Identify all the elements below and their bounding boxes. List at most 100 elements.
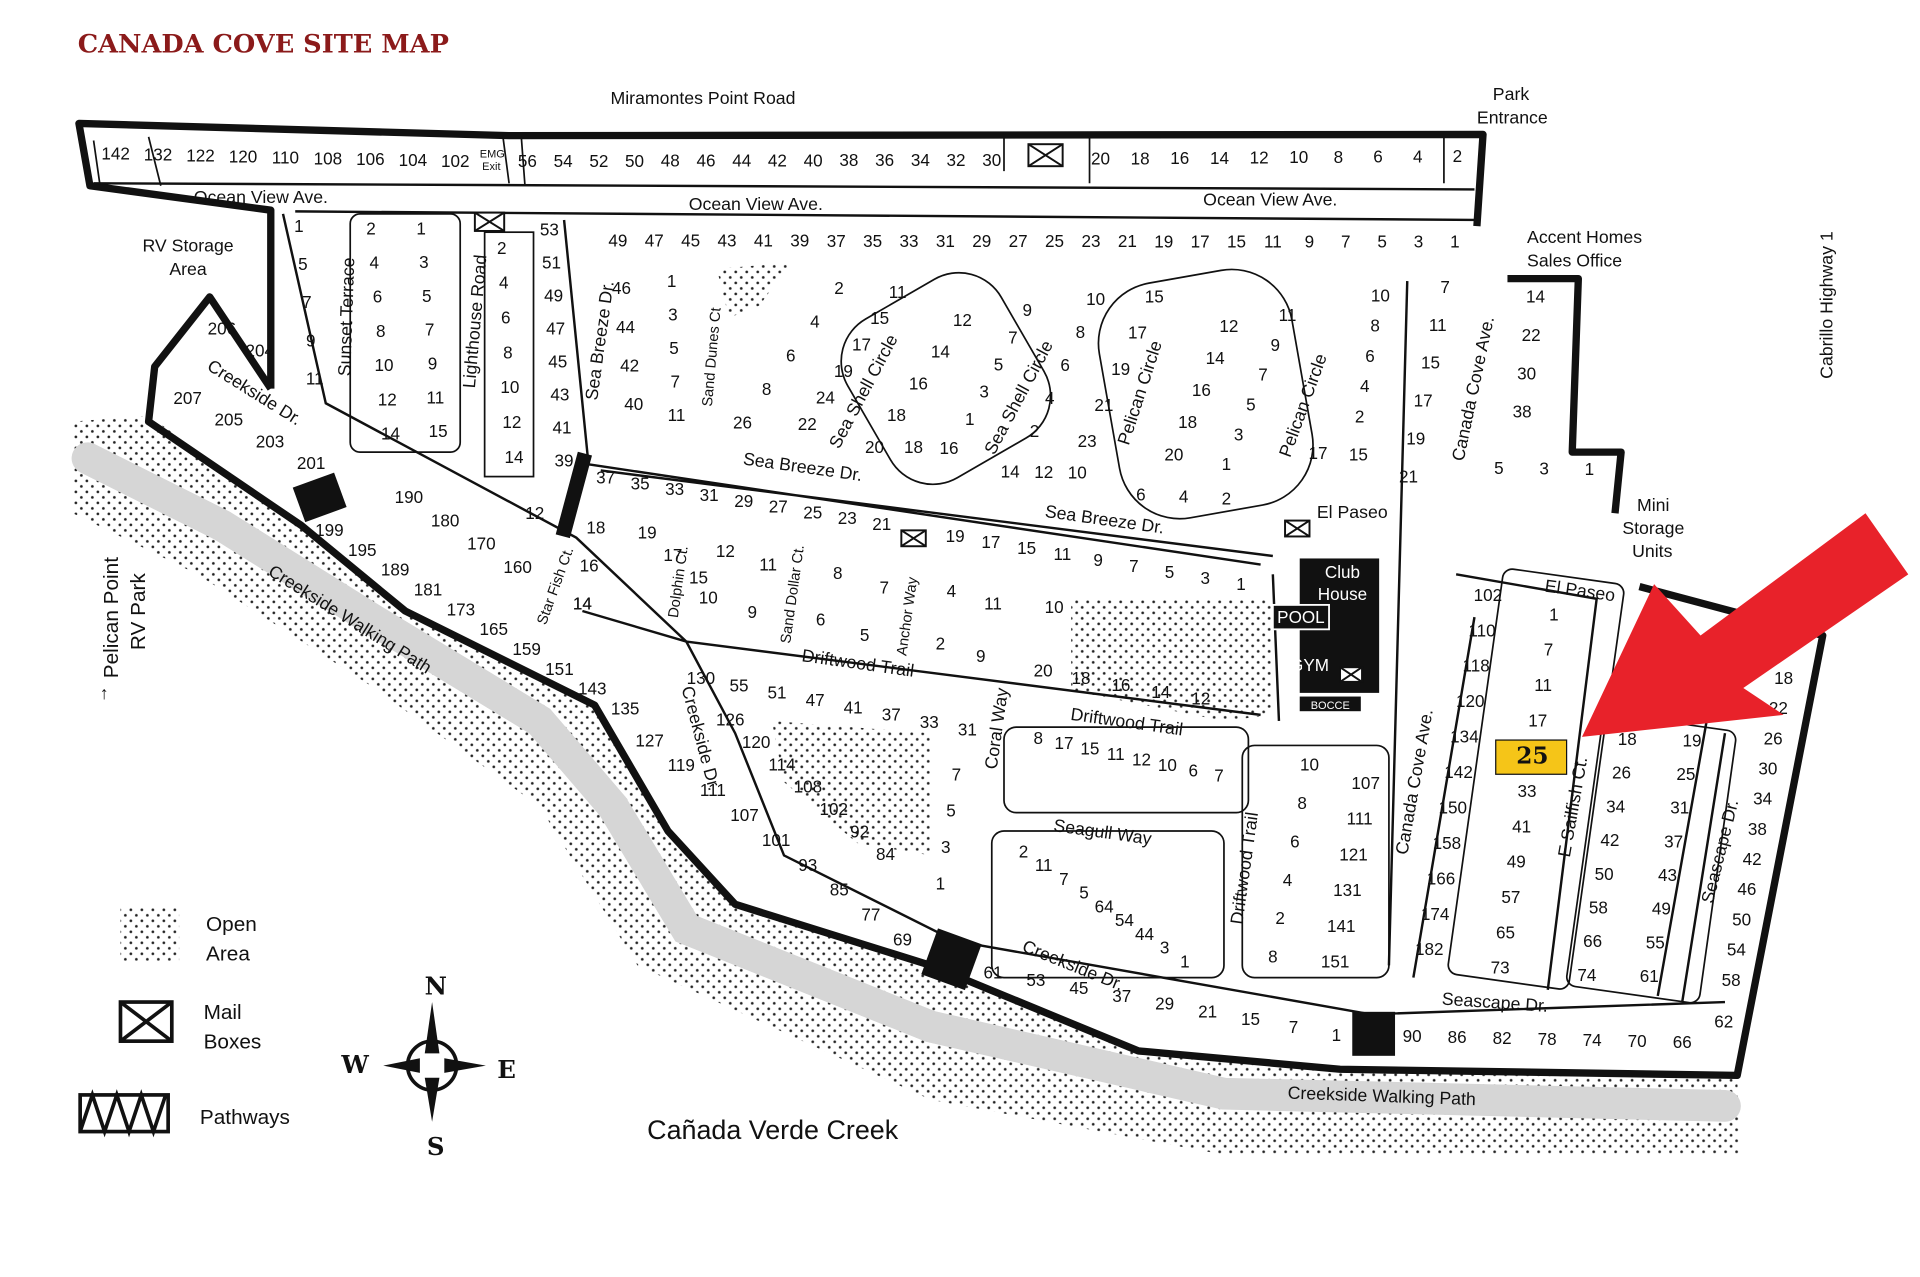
lot-label: 104 — [399, 151, 428, 170]
mail-icon — [900, 529, 927, 548]
el-paseo-label: El Paseo — [1317, 502, 1388, 522]
lot-label: 1 — [1585, 460, 1595, 479]
lot-label: 37 — [827, 232, 846, 251]
lot-label: 19 — [946, 527, 965, 546]
lot-label: 62 — [1714, 1012, 1733, 1031]
lot-label: 174 — [1421, 905, 1450, 924]
lot-label: 11 — [1053, 545, 1071, 564]
emg-exit-label: Exit — [482, 161, 500, 173]
lot-label: 159 — [512, 640, 541, 659]
lot-label: 8 — [1268, 948, 1278, 967]
lot-label: 11 — [306, 370, 324, 389]
lot-label: 86 — [1448, 1028, 1467, 1047]
lot-label: 16 — [909, 374, 928, 393]
park-entrance-label: Entrance — [1477, 107, 1548, 127]
lot-label: 25 — [803, 503, 822, 522]
lot-label: 66 — [1583, 932, 1602, 951]
lot-label: 12 — [716, 542, 735, 561]
lot-label: 5 — [946, 802, 956, 821]
lot-label: 78 — [1538, 1030, 1557, 1049]
bocce-court — [1299, 696, 1361, 712]
lot-label: 43 — [718, 232, 737, 251]
lot-label: 29 — [972, 232, 991, 251]
lot-label: 118 — [1463, 657, 1490, 676]
lighthouse-road-label: Lighthouse Road — [459, 254, 491, 389]
lot-label: 7 — [671, 373, 681, 392]
lot-label: 8 — [1076, 323, 1086, 342]
coral-way-label: Coral Way — [981, 686, 1012, 770]
lot-label: 9 — [1271, 336, 1281, 355]
lot-label: 17 — [1055, 734, 1074, 753]
lot-label: 205 — [215, 411, 244, 430]
lot-label: 17 — [1414, 392, 1433, 411]
lot-label: 10 — [1045, 598, 1064, 617]
lot-label: 5 — [422, 287, 432, 306]
lot-label: 7 — [1289, 1018, 1299, 1037]
lot-label: 122 — [186, 147, 215, 166]
lot-label: 51 — [542, 253, 561, 272]
lot-label: 15 — [1080, 740, 1099, 759]
lot-label: 121 — [1339, 845, 1368, 864]
mini-storage-label: Mini — [1637, 495, 1669, 515]
lot-label: 40 — [624, 395, 643, 414]
lot-label: 7 — [1341, 233, 1351, 252]
lot-label: 1 — [1236, 575, 1246, 594]
lot-label: 142 — [1444, 763, 1473, 782]
lot-label: 1 — [416, 219, 426, 238]
lot-label: 107 — [730, 806, 759, 825]
property-boundary — [75, 119, 1827, 1080]
lot-label: 31 — [700, 486, 719, 505]
lot-label: 14 — [1151, 683, 1170, 702]
lot-label: 150 — [1438, 798, 1467, 817]
lot-label: 27 — [769, 498, 788, 517]
rv-storage-label: RV Storage — [142, 236, 233, 256]
lot-label: 6 — [1136, 486, 1146, 505]
lot-label: 26 — [1764, 729, 1783, 748]
lot-label: 111 — [1347, 810, 1373, 829]
lot-label: 55 — [1646, 933, 1665, 952]
lot-label: 41 — [552, 418, 571, 437]
lot-label: 30 — [1758, 760, 1777, 779]
lot-label: 19 — [638, 524, 657, 543]
lot-label: 1 — [1222, 455, 1232, 474]
lot-label: 108 — [794, 778, 823, 797]
lot-label: 38 — [839, 151, 858, 170]
lot-label: 18 — [1071, 669, 1090, 688]
lot-label: 23 — [1078, 432, 1097, 451]
canada-cove-label: Canada Cove Ave. — [1391, 708, 1436, 857]
lot-label: 18 — [1774, 669, 1793, 688]
lot-label: 10 — [1158, 756, 1177, 775]
lot-label: 53 — [540, 220, 559, 239]
lot-label: 19 — [1682, 731, 1701, 750]
lot-label: 5 — [298, 255, 308, 274]
lot-label: 127 — [635, 731, 664, 750]
lot-label: 44 — [616, 318, 635, 337]
lot-label: 7 — [952, 765, 962, 784]
lot-label: 120 — [1456, 692, 1485, 711]
legend-pathways: Pathways — [200, 1106, 290, 1129]
lot-label: 36 — [875, 151, 894, 170]
lot-label: 30 — [1517, 364, 1536, 383]
lot-label: 49 — [1507, 853, 1526, 872]
lot-label: 7 — [1214, 767, 1224, 786]
lot-label: 49 — [1652, 900, 1671, 919]
lot-label: 42 — [1600, 831, 1619, 850]
lot-label: 18 — [1131, 149, 1150, 168]
red-arrow-pointer — [1582, 513, 1909, 737]
club-house-label: House — [1318, 585, 1367, 604]
lot-label: 11 — [668, 406, 686, 425]
lot-label: 3 — [1234, 425, 1244, 444]
lot-label: 38 — [1748, 820, 1767, 839]
lot-label: 61 — [983, 963, 1002, 982]
lot-label: 21 — [1118, 232, 1137, 251]
lot-label: 33 — [920, 713, 939, 732]
open-area — [716, 262, 791, 318]
open-area-swatch — [120, 906, 180, 962]
lot-label: 48 — [661, 152, 680, 171]
lot-label: 151 — [1321, 952, 1350, 971]
lot-label: 9 — [306, 331, 316, 350]
lot-label: 4 — [1179, 487, 1189, 506]
lot-label: 3 — [1539, 459, 1549, 478]
mini-storage-label: Units — [1632, 541, 1672, 561]
accent-homes-label: Accent Homes — [1527, 227, 1642, 247]
